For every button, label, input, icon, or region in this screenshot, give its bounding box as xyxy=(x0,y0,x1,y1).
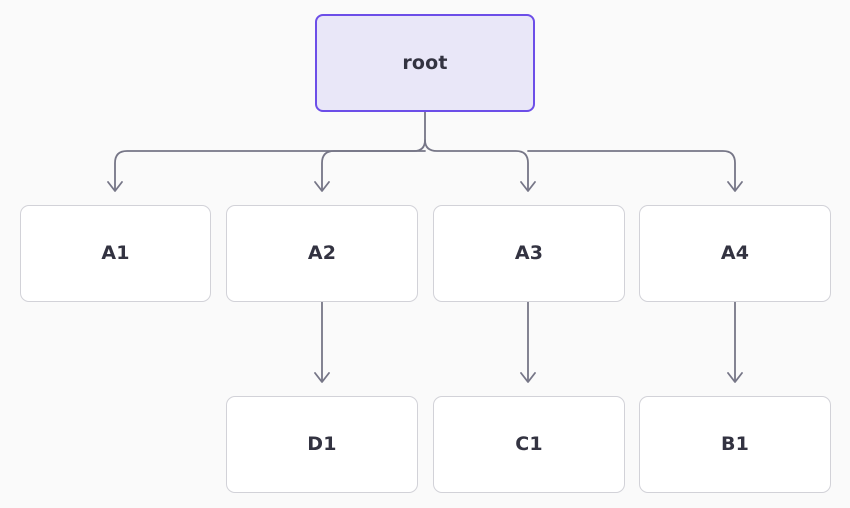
edge-root-A4-arrow xyxy=(727,181,743,192)
edge-A2-D1-arrow xyxy=(314,372,330,383)
node-root-label: root xyxy=(402,51,448,74)
edge-root-A3-arrow xyxy=(520,181,536,192)
edge-root-stem xyxy=(114,111,426,191)
node-a3-label: A3 xyxy=(514,242,544,264)
node-a4[interactable]: A4 xyxy=(639,205,831,302)
node-d1[interactable]: D1 xyxy=(226,396,418,493)
edge-A3-C1-arrow xyxy=(520,372,536,383)
node-root[interactable]: root xyxy=(315,14,535,112)
node-a2-label: A2 xyxy=(307,242,337,264)
node-a1-label: A1 xyxy=(101,242,130,264)
edge-root-A4 xyxy=(527,150,736,191)
edge-root-A2 xyxy=(321,150,426,191)
node-a1[interactable]: A1 xyxy=(20,205,211,302)
node-a3[interactable]: A3 xyxy=(433,205,625,302)
node-c1[interactable]: C1 xyxy=(433,396,625,493)
node-b1[interactable]: B1 xyxy=(639,396,831,493)
edge-root-A2-arrow xyxy=(314,181,330,192)
node-a2[interactable]: A2 xyxy=(226,205,418,302)
edge-root-A3 xyxy=(424,139,529,191)
node-d1-label: D1 xyxy=(307,433,337,455)
node-b1-label: B1 xyxy=(720,433,750,455)
node-a4-label: A4 xyxy=(720,242,750,264)
node-c1-label: C1 xyxy=(515,433,543,455)
edge-root-A1-arrow xyxy=(107,181,123,192)
edge-A4-B1-arrow xyxy=(727,372,743,383)
